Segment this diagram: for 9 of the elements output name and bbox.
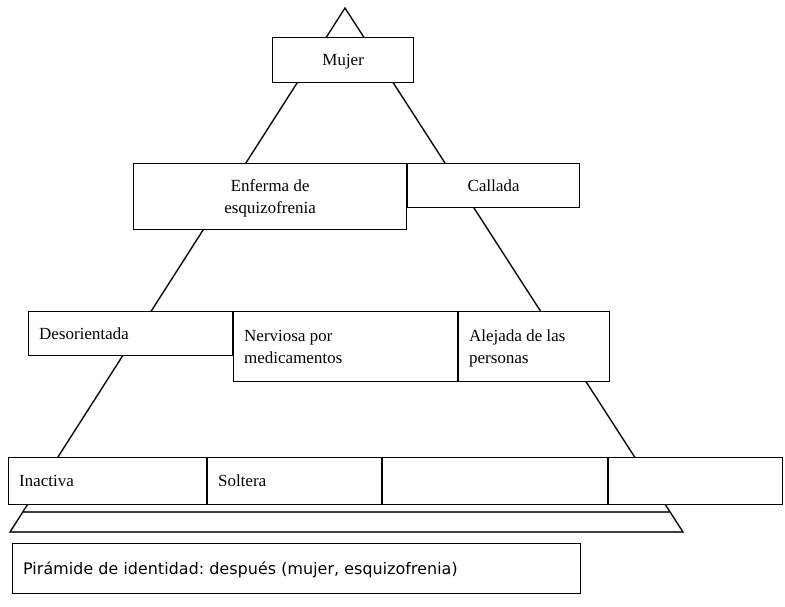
label-box: Soltera bbox=[207, 457, 382, 505]
label-box: Desorientada bbox=[28, 311, 233, 356]
label-box: Inactiva bbox=[8, 457, 207, 505]
label-box: Mujer bbox=[272, 37, 414, 83]
label-box: Callada bbox=[407, 163, 580, 208]
label-box: Alejada de las personas bbox=[458, 311, 610, 382]
label-box: Nerviosa por medicamentos bbox=[233, 311, 458, 382]
caption-text: Pirámide de identidad: después (mujer, esquizofrenia) bbox=[12, 543, 581, 594]
label-box: Enferma de esquizofrenia bbox=[133, 163, 407, 230]
